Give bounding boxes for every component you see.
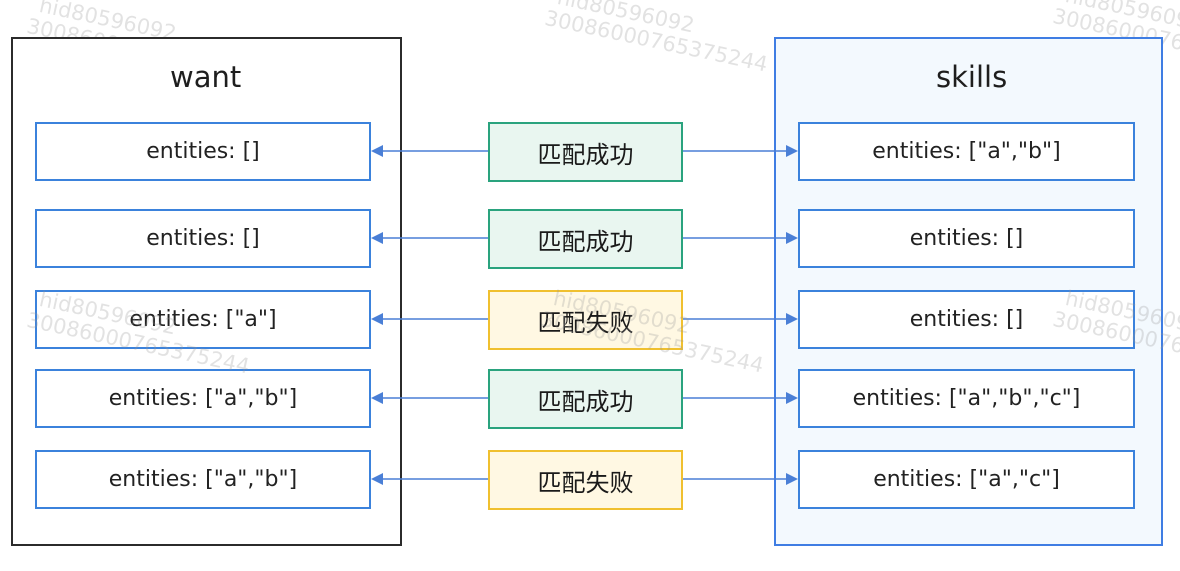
want-entity-box-4: entities: ["a","b"] xyxy=(35,369,371,428)
match-result-5: 匹配失败 xyxy=(488,450,683,510)
match-result-1: 匹配成功 xyxy=(488,122,683,182)
match-result-3: 匹配失败 xyxy=(488,290,683,350)
skills-title: skills xyxy=(936,60,1008,94)
want-entity-box-2: entities: [] xyxy=(35,209,371,268)
want-entity-box-3: entities: ["a"] xyxy=(35,290,371,349)
match-result-4: 匹配成功 xyxy=(488,369,683,429)
skills-entity-box-4: entities: ["a","b","c"] xyxy=(798,369,1135,428)
watermark: hid80596092 30086000765375244 xyxy=(543,0,774,77)
skills-entity-box-5: entities: ["a","c"] xyxy=(798,450,1135,509)
want-entity-box-5: entities: ["a","b"] xyxy=(35,450,371,509)
want-entity-box-1: entities: [] xyxy=(35,122,371,181)
skills-entity-box-3: entities: [] xyxy=(798,290,1135,349)
skills-entity-box-1: entities: ["a","b"] xyxy=(798,122,1135,181)
watermark-line: 30086000765375244 xyxy=(542,5,770,77)
watermark-line: hid80596092 xyxy=(555,0,697,38)
skills-entity-box-2: entities: [] xyxy=(798,209,1135,268)
match-result-2: 匹配成功 xyxy=(488,209,683,269)
want-title: want xyxy=(170,60,242,94)
